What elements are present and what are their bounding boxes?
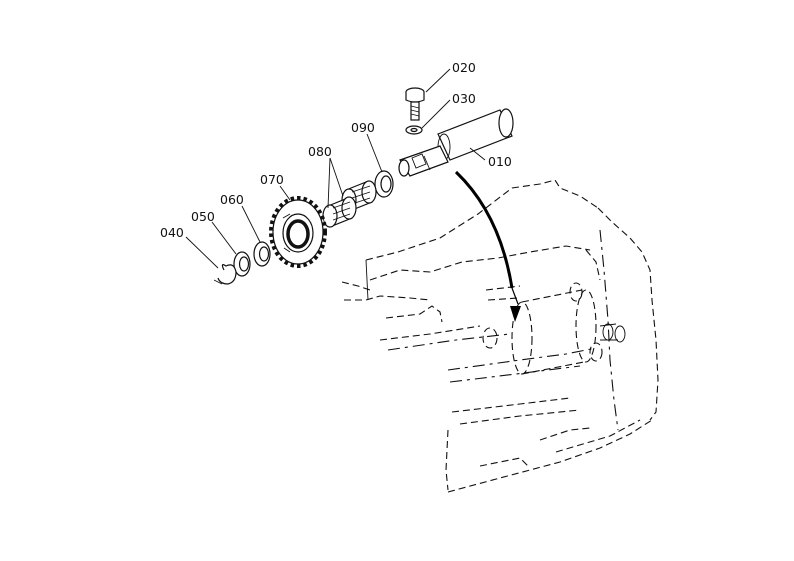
part-060-washer	[253, 241, 271, 267]
label-090: 090	[351, 120, 375, 135]
label-040: 040	[160, 225, 184, 240]
label-070: 070	[260, 172, 284, 187]
label-060: 060	[220, 192, 244, 207]
label-050: 050	[191, 209, 215, 224]
part-070-gear	[269, 196, 327, 268]
part-labels: 020 030 010 090 080 070 060 050 040	[160, 60, 512, 240]
leader-lines	[185, 68, 486, 269]
label-010: 010	[488, 154, 512, 169]
part-040-snap-ring	[213, 264, 237, 285]
part-030-washer	[405, 125, 423, 135]
transmission-housing	[341, 179, 659, 493]
part-020-bolt	[405, 87, 425, 121]
part-080-needle-bearings	[322, 180, 377, 228]
label-030: 030	[452, 91, 476, 106]
label-080: 080	[308, 144, 332, 159]
part-050-washer	[233, 251, 251, 277]
label-020: 020	[452, 60, 476, 75]
insertion-arrow	[454, 170, 521, 322]
part-090-thrust-washer	[374, 170, 394, 198]
part-010-shaft	[398, 108, 514, 177]
